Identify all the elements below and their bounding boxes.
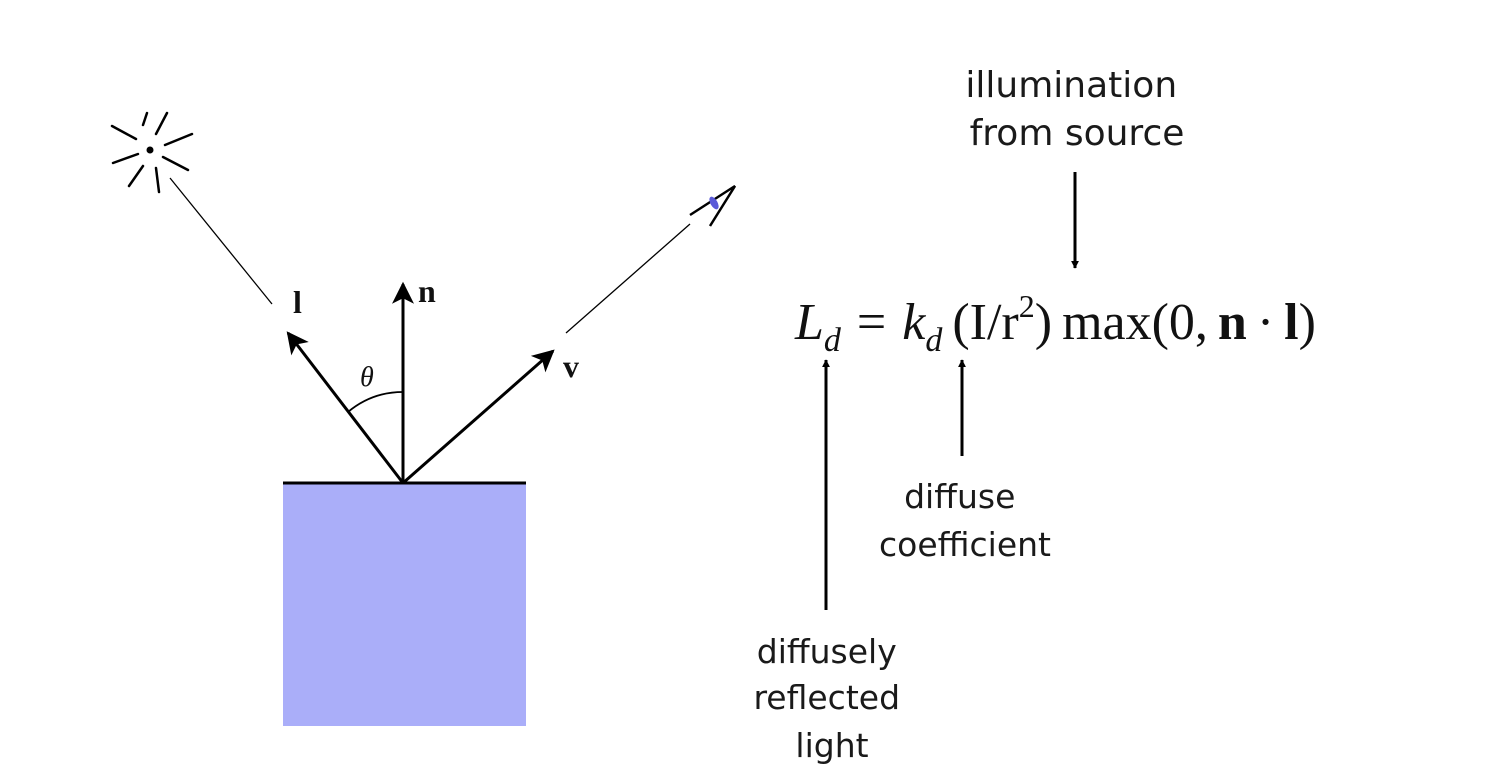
illumination-annotation: illumination from source [965,65,1188,154]
theta-angle-arc [347,391,404,413]
eq-lhs: L [794,294,824,351]
eq-dot-operator: · [1257,294,1274,351]
eq-intensity-close: ) [1035,294,1052,351]
light-vector-label: l [293,284,302,320]
view-vector-arrow [402,349,555,485]
surface-block [283,484,526,726]
light-ray-line [169,177,273,305]
eq-max-close: ) [1299,294,1316,351]
eq-max-open: max(0, [1062,294,1208,351]
reflected-light-annotation: diffusely reflected light [753,632,910,765]
eq-dot-n: n [1218,294,1247,351]
theta-label: θ [360,362,374,393]
diffuse-equation: Ld=kd(I/r2)max(0,n·l) [794,288,1316,359]
light-source-icon [110,111,194,194]
view-ray-line [565,223,691,334]
eq-coef: k [902,294,926,351]
eq-intensity-open: (I/r [952,294,1018,351]
eq-dot-l: l [1284,294,1298,351]
eq-equals: = [857,294,886,351]
normal-vector-label: n [418,273,436,309]
eye-icon [689,184,737,227]
view-vector-label: v [563,348,579,384]
eq-exponent: 2 [1019,288,1035,324]
light-vector-arrow [286,331,405,484]
diffuse-coefficient-annotation: diffuse coefficient [879,477,1051,564]
eq-coef-subscript: d [925,322,943,359]
eq-lhs-subscript: d [824,322,842,359]
